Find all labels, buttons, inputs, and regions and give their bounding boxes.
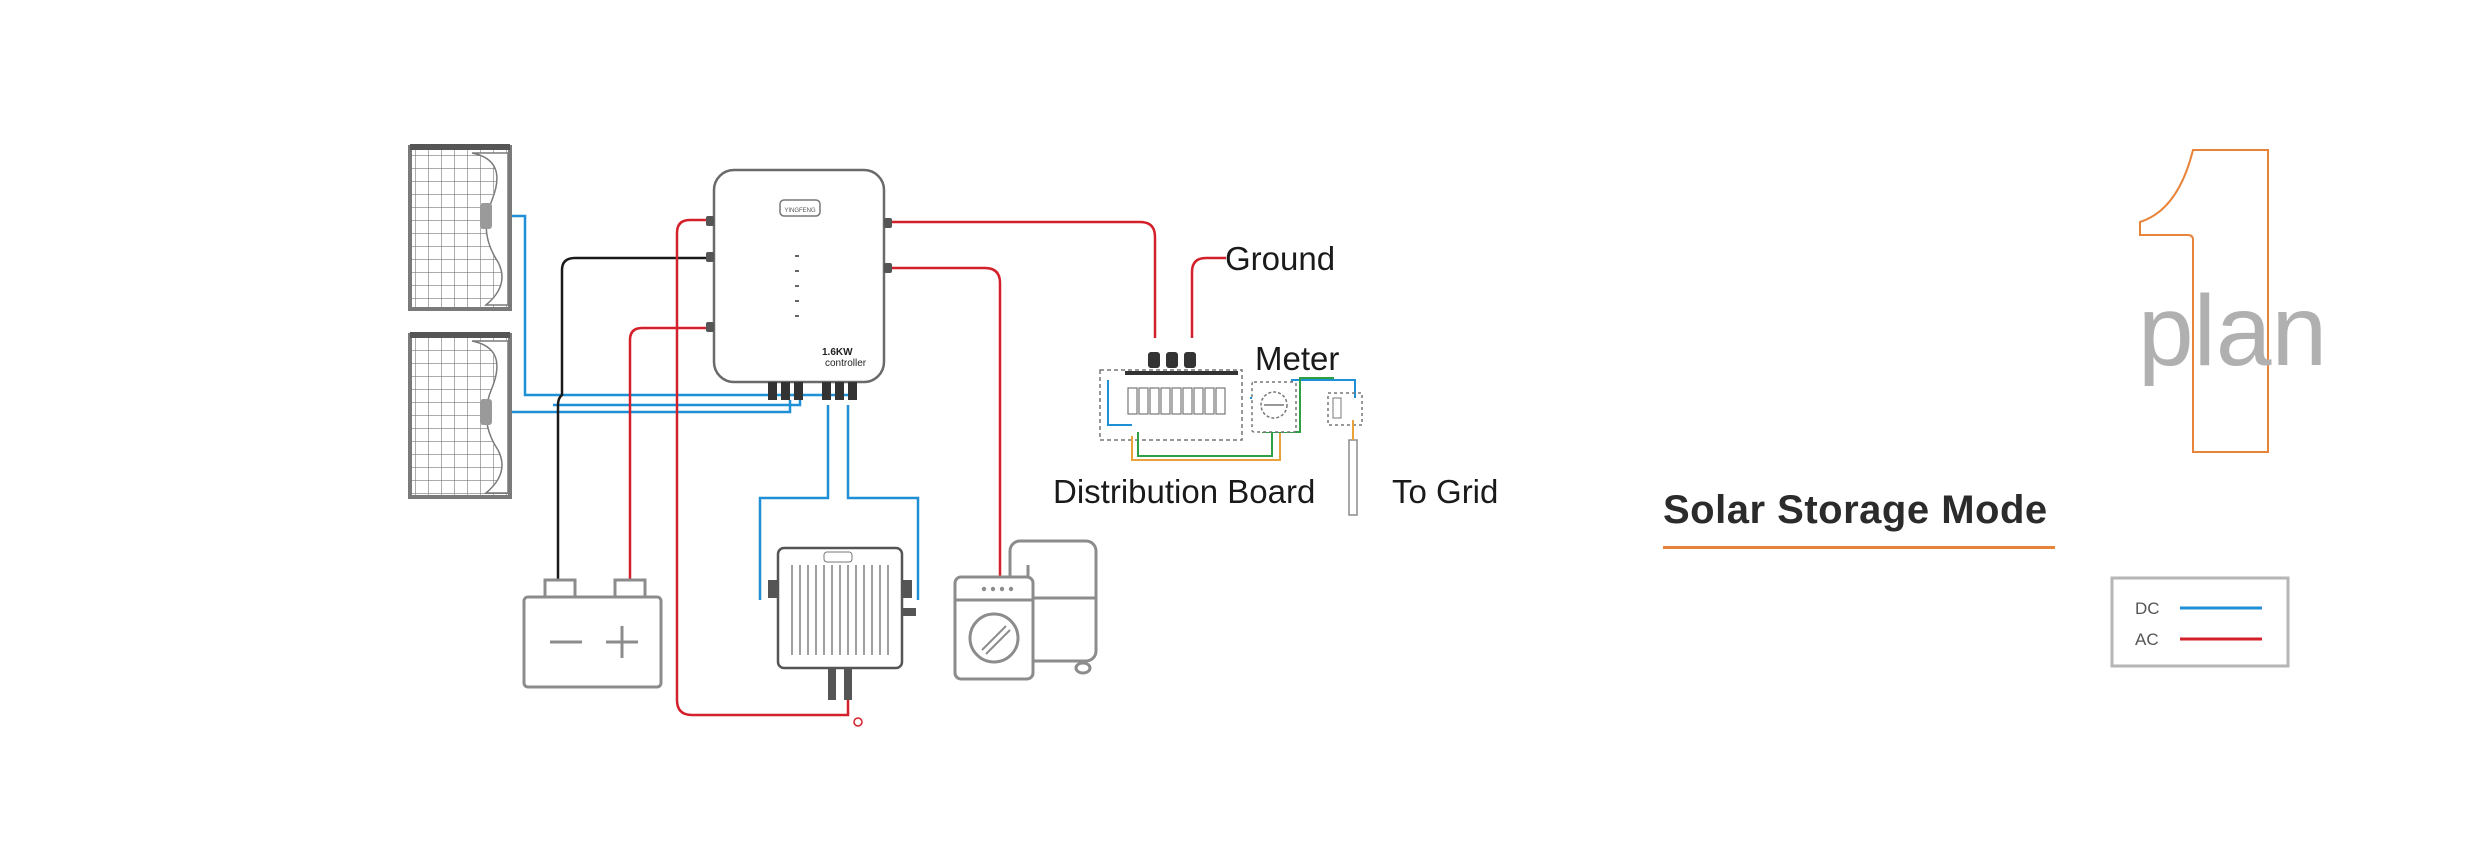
inverter-model: 1.6KW bbox=[822, 347, 853, 358]
dc-wire-panel-2b bbox=[553, 400, 802, 407]
inverter-side-ports bbox=[706, 216, 892, 332]
plan-number-outline bbox=[2139, 149, 2269, 453]
micro-inverter-end-cap-icon bbox=[853, 717, 863, 727]
plan-word: plan bbox=[2138, 275, 2327, 387]
page-title: Solar Storage Mode bbox=[1663, 488, 2048, 532]
inverter-bottom-connectors bbox=[768, 382, 857, 400]
grid-connection bbox=[1348, 420, 1358, 516]
hybrid-inverter: YINGFENG 1.6KW controller bbox=[706, 168, 892, 400]
inverter-status-lights bbox=[795, 255, 799, 317]
solar-panel-1 bbox=[408, 144, 512, 311]
ac-wires bbox=[628, 218, 1226, 717]
label-meter: Meter bbox=[1255, 340, 1339, 377]
battery-negative-wire bbox=[556, 256, 714, 580]
legend: DC AC bbox=[2110, 576, 2290, 668]
title-underline bbox=[1663, 546, 2055, 549]
legend-label-ac: AC bbox=[2135, 630, 2159, 649]
dc-wire-to-micro-right bbox=[846, 405, 920, 600]
plan-badge: 1 plan bbox=[2138, 149, 2327, 463]
micro-inverter bbox=[768, 546, 916, 727]
battery-plus-icon bbox=[606, 626, 638, 658]
ac-wire-to-appliance bbox=[890, 266, 1002, 580]
legend-item-ac: AC bbox=[2135, 630, 2262, 649]
legend-label-dc: DC bbox=[2135, 599, 2160, 618]
ac-wire-ground bbox=[1190, 256, 1226, 338]
solar-panel-2 bbox=[408, 332, 512, 499]
electric-meter bbox=[1251, 381, 1363, 433]
inverter-subtitle: controller bbox=[825, 358, 867, 369]
label-ground: Ground bbox=[1225, 240, 1335, 277]
plan-number: 1 bbox=[2227, 452, 2233, 463]
ac-wire-battery bbox=[628, 326, 714, 580]
battery-wires bbox=[556, 256, 714, 580]
legend-item-dc: DC bbox=[2135, 599, 2262, 618]
dc-wire-to-micro-left bbox=[758, 405, 830, 600]
label-distribution-board: Distribution Board bbox=[1053, 473, 1315, 510]
battery bbox=[522, 578, 663, 689]
inverter-brand: YINGFENG bbox=[784, 208, 816, 214]
washing-machine bbox=[953, 575, 1035, 681]
ac-wire-micro-out bbox=[675, 218, 850, 717]
label-to-grid: To Grid bbox=[1392, 473, 1498, 510]
ac-wire-to-board bbox=[890, 220, 1157, 338]
